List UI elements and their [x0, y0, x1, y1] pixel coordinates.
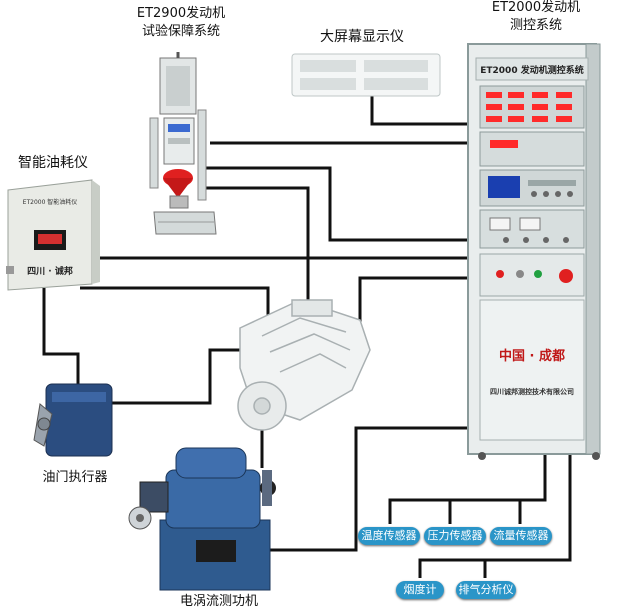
big-screen-display	[291, 53, 441, 97]
cabinet-city-text: 中国 · 成都	[499, 348, 565, 364]
cable-fuel-engine	[80, 286, 270, 330]
et2000-cabinet	[467, 43, 601, 460]
cable-cabinet-sensors	[388, 448, 547, 524]
throttle-actuator-device	[33, 383, 113, 457]
cable-et2900-cabinet-2	[206, 166, 482, 242]
dynamometer-device	[128, 447, 276, 591]
cable-fuel-actuator	[42, 288, 80, 384]
cabinet-header-text: ET2000 发动机测控系统	[480, 64, 583, 76]
sensor-smoke-meter: 烟度计	[396, 581, 444, 599]
red-display-grid	[486, 92, 572, 122]
et2000-label-line1: ET2000发动机	[491, 0, 581, 15]
cable-dyno-cabinet	[270, 426, 482, 552]
et2900-label-line2: 试验保障系统	[141, 24, 220, 39]
cable-cabinet-analyzers	[418, 448, 572, 578]
sensor-temperature: 温度传感器	[358, 527, 420, 545]
sensor-flow: 流量传感器	[490, 527, 552, 545]
fuel-meter-panel-text: ET2000 智能油耗仪	[23, 198, 78, 206]
et2000-label-line2: 测控系统	[509, 18, 562, 33]
cable-et2900-engine	[206, 186, 310, 318]
sensor-exhaust-analyzer: 排气分析仪	[456, 581, 516, 599]
fuel-meter-label: 智能油耗仪	[18, 155, 88, 171]
throttle-actuator-label: 油门执行器	[42, 470, 108, 485]
et2900-label-line1: ET2900发动机	[136, 6, 226, 21]
engine-device	[237, 299, 371, 431]
cable-screen-cabinet	[370, 96, 482, 126]
cabinet-company-text: 四川诚邦测控技术有限公司	[490, 387, 574, 396]
cables	[42, 96, 572, 578]
big-screen-label: 大屏幕显示仪	[320, 29, 404, 45]
fuel-meter-device	[6, 179, 100, 291]
fuel-meter-brand: 四川 · 诚邦	[27, 265, 73, 277]
et2900-support-system	[149, 52, 217, 235]
dynamometer-label: 电涡流测功机	[179, 594, 258, 609]
sensor-pressure: 压力传感器	[424, 527, 486, 545]
